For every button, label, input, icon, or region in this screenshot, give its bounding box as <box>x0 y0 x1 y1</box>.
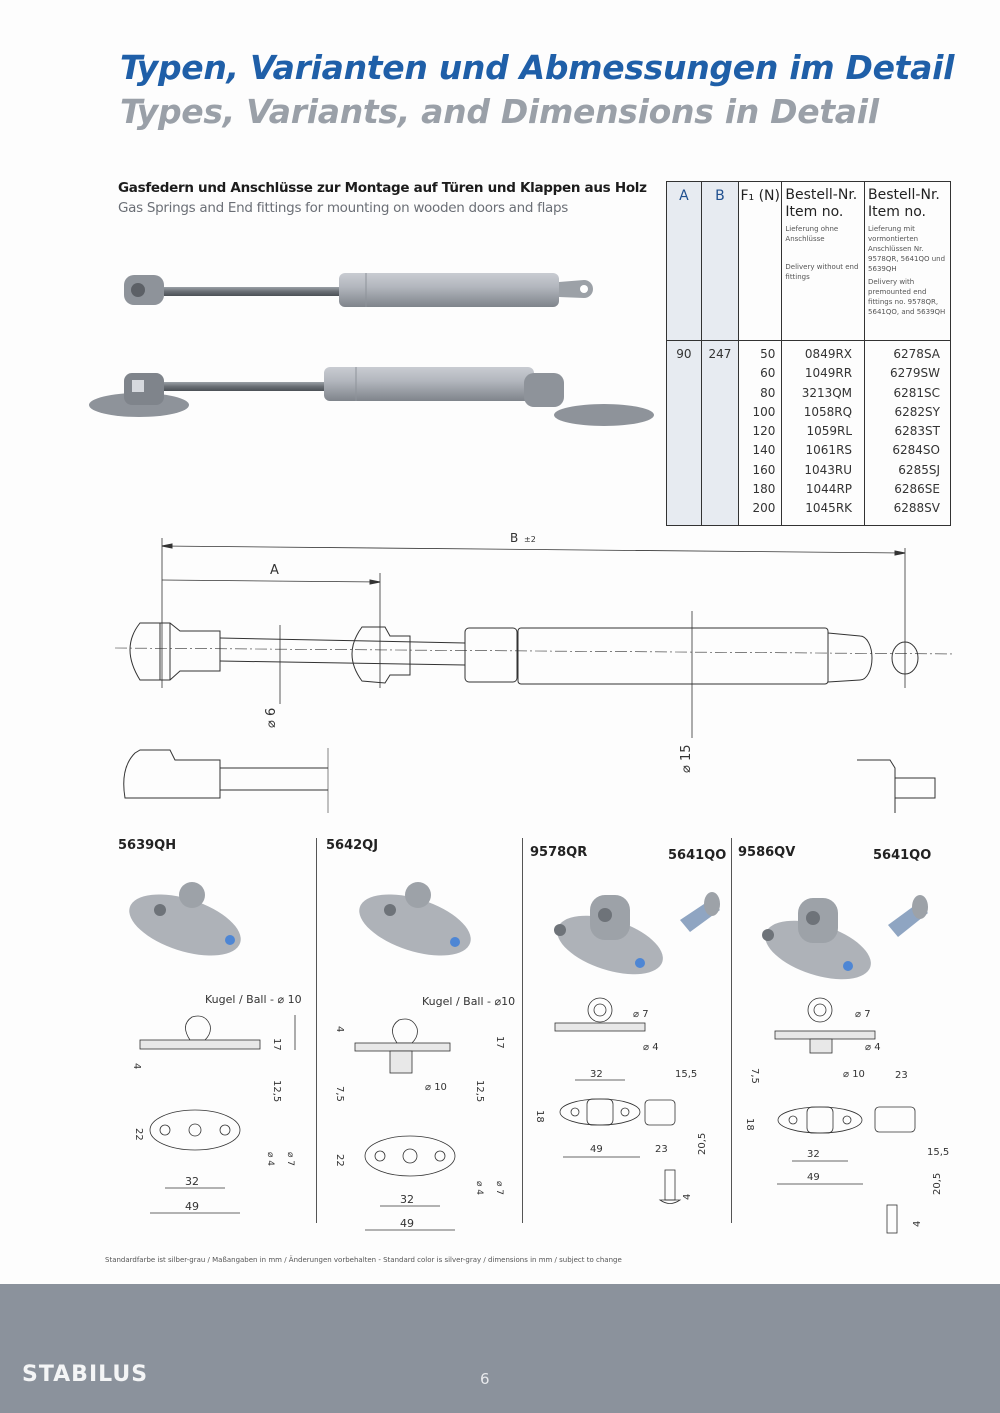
col-header-a: A <box>666 181 702 341</box>
svg-text:7,5: 7,5 <box>749 1068 760 1084</box>
spec-table: A B F₁ (N) Bestell-Nr. Item no. Lieferun… <box>666 181 951 526</box>
svg-text:⌀ 10: ⌀ 10 <box>843 1069 865 1080</box>
svg-text:20,5: 20,5 <box>932 1173 943 1195</box>
svg-text:23: 23 <box>895 1070 908 1081</box>
col-header-b: B <box>700 181 740 341</box>
gas-spring-technical-drawing: B ±2 A ⌀ 6 ⌀ 15 <box>114 531 956 813</box>
svg-text:12,5: 12,5 <box>271 1080 282 1102</box>
stabilus-logo: STABILUS <box>22 1362 149 1387</box>
svg-text:32: 32 <box>400 1193 414 1206</box>
fitting-9586qv-drawing: ⌀ 7 ⌀ 4 7,5 ⌀ 10 18 32 49 23 15,5 20,5 4 <box>744 997 949 1234</box>
svg-text:⌀ 7: ⌀ 7 <box>494 1181 504 1195</box>
fitting-9578qr-photo <box>554 892 720 975</box>
svg-text:22: 22 <box>133 1128 144 1141</box>
svg-text:⌀ 4: ⌀ 4 <box>474 1181 484 1195</box>
divider <box>316 838 317 1223</box>
col-header-item-with: Bestell-Nr. Item no. Lieferung mit vormo… <box>864 181 951 341</box>
gas-spring-mounted-photo <box>89 367 654 426</box>
gas-spring-eyelet-photo <box>124 273 593 307</box>
fitting-5639qh-photo <box>129 882 241 956</box>
pin-code-5641qo: 5641QO <box>873 848 932 863</box>
cell-a: 90 <box>666 340 702 526</box>
fitting-5642qj-drawing: 17 12,5 4 7,5 ⌀ 10 22 32 49 ⌀ 4 ⌀ 7 <box>334 1018 505 1231</box>
svg-text:22: 22 <box>334 1154 345 1167</box>
fitting-code-5642qj: 5642QJ <box>326 838 379 853</box>
col-header-item-without: Bestell-Nr. Item no. Lieferung ohne Ansc… <box>781 181 866 341</box>
fitting-code-9578qr: 9578QR <box>530 845 588 860</box>
svg-text:4: 4 <box>912 1221 923 1227</box>
tube-diameter-label: ⌀ 15 <box>679 744 694 773</box>
svg-text:15,5: 15,5 <box>927 1147 949 1158</box>
svg-text:49: 49 <box>590 1144 603 1155</box>
fitting-9578qr-drawing: ⌀ 7 ⌀ 4 32 15,5 18 49 23 20,5 4 <box>534 997 708 1204</box>
rod-diameter-label: ⌀ 6 <box>264 708 279 728</box>
svg-text:49: 49 <box>400 1217 414 1230</box>
page-number: 6 <box>480 1370 490 1388</box>
svg-text:23: 23 <box>655 1144 668 1155</box>
cell-items-without: 0849RX 1049RR 3213QM 1058RQ 1059RL 1061R… <box>781 340 866 526</box>
svg-text:49: 49 <box>185 1200 199 1213</box>
svg-text:±2: ±2 <box>524 535 536 544</box>
svg-text:⌀ 4: ⌀ 4 <box>265 1152 275 1166</box>
svg-text:18: 18 <box>534 1110 545 1123</box>
svg-text:12,5: 12,5 <box>474 1080 485 1102</box>
svg-text:⌀ 7: ⌀ 7 <box>633 1009 649 1020</box>
svg-text:32: 32 <box>807 1149 820 1160</box>
footer-band <box>0 1284 1000 1413</box>
divider <box>731 838 732 1223</box>
svg-text:17: 17 <box>271 1038 282 1051</box>
divider <box>522 838 523 1223</box>
svg-text:⌀ 4: ⌀ 4 <box>643 1042 659 1053</box>
section-subtitle-de: Gasfedern und Anschlüsse zur Montage auf… <box>118 180 647 196</box>
ball-label: Kugel / Ball - ⌀10 <box>422 995 516 1008</box>
svg-text:7,5: 7,5 <box>334 1086 345 1102</box>
svg-text:4: 4 <box>131 1063 142 1069</box>
svg-text:⌀ 7: ⌀ 7 <box>855 1009 871 1020</box>
cell-b: 247 <box>700 340 740 526</box>
svg-text:32: 32 <box>590 1069 603 1080</box>
cell-forces: 50 60 80 100 120 140 160 180 200 <box>738 340 783 526</box>
section-subtitle-en: Gas Springs and End fittings for mountin… <box>118 200 569 216</box>
svg-text:17: 17 <box>494 1036 505 1049</box>
fitting-9586qv-photo <box>762 895 928 980</box>
page-title-en: Types, Variants, and Dimensions in Detai… <box>120 92 879 131</box>
footnote: Standardfarbe ist silber-grau / Maßangab… <box>105 1256 622 1264</box>
fitting-5642qj-photo <box>359 882 471 956</box>
svg-text:4: 4 <box>682 1194 693 1200</box>
cell-items-with: 6278SA 6279SW 6281SC 6282SY 6283ST 6284S… <box>864 340 951 526</box>
dim-b-label: B <box>510 531 518 545</box>
svg-text:⌀ 7: ⌀ 7 <box>285 1152 295 1166</box>
gas-spring-photos <box>89 273 654 426</box>
ball-label: Kugel / Ball - ⌀ 10 <box>205 993 302 1006</box>
dim-a-label: A <box>270 563 279 578</box>
pin-code-5641qo: 5641QO <box>668 848 727 863</box>
fitting-code-9586qv: 9586QV <box>738 845 796 860</box>
svg-text:32: 32 <box>185 1175 199 1188</box>
svg-text:⌀ 10: ⌀ 10 <box>425 1082 447 1093</box>
fitting-5639qh-drawing: 17 12,5 4 22 32 49 ⌀ 4 ⌀ 7 <box>131 1015 296 1214</box>
svg-text:15,5: 15,5 <box>675 1069 697 1080</box>
svg-text:49: 49 <box>807 1172 820 1183</box>
svg-text:18: 18 <box>744 1118 755 1131</box>
page-title-de: Typen, Varianten und Abmessungen im Deta… <box>120 48 955 87</box>
table-row: 90 247 50 60 80 100 120 140 160 180 200 … <box>666 340 951 526</box>
svg-text:20,5: 20,5 <box>697 1133 708 1155</box>
svg-text:4: 4 <box>334 1026 345 1032</box>
fitting-code-5639qh: 5639QH <box>118 838 177 853</box>
svg-text:⌀ 4: ⌀ 4 <box>865 1042 881 1053</box>
col-header-force: F₁ (N) <box>738 181 783 341</box>
